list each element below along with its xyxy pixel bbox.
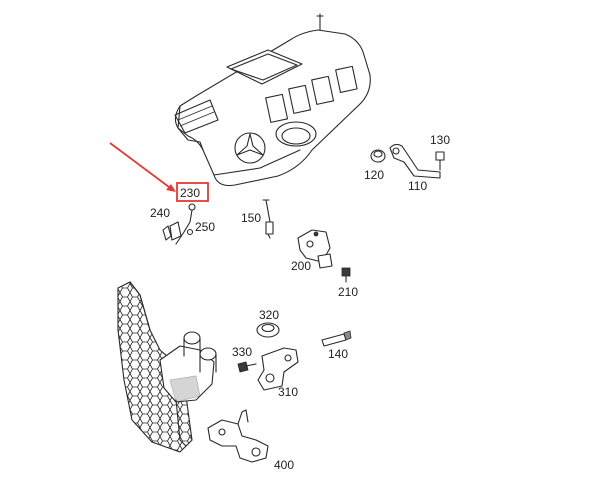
highlight-box [176,182,209,202]
part-330-bolt [237,361,257,373]
part-labels: 230 240 250 150 130 120 110 200 210 320 … [150,133,450,472]
label-110: 110 [408,179,427,193]
part-150-pin [262,199,274,239]
part-200-bracket [297,229,333,269]
label-310: 310 [278,385,298,399]
label-230: 230 [180,186,200,200]
part-310-bracket [257,347,299,391]
part-120-grommet [370,149,386,163]
label-250: 250 [195,220,215,234]
callout-arrow [109,142,176,192]
label-130: 130 [430,133,450,147]
honeycomb-panel [117,281,193,453]
part-400-bracket [207,409,269,463]
label-330: 330 [232,345,252,359]
part-320-grommet [256,322,280,338]
label-240: 240 [150,206,170,220]
part-140-bolt [321,330,352,347]
part-230-bracket [162,203,196,245]
part-130-bolt [435,151,445,171]
label-120: 120 [364,168,384,182]
intake-duct [159,331,217,447]
label-140: 140 [328,347,348,361]
label-400: 400 [274,458,294,472]
label-320: 320 [259,308,279,322]
part-110-bracket [389,143,441,179]
label-210: 210 [338,285,358,299]
label-200: 200 [291,259,311,273]
label-150: 150 [241,211,261,225]
engine-cover [174,13,371,187]
part-210-bolt [341,267,351,283]
